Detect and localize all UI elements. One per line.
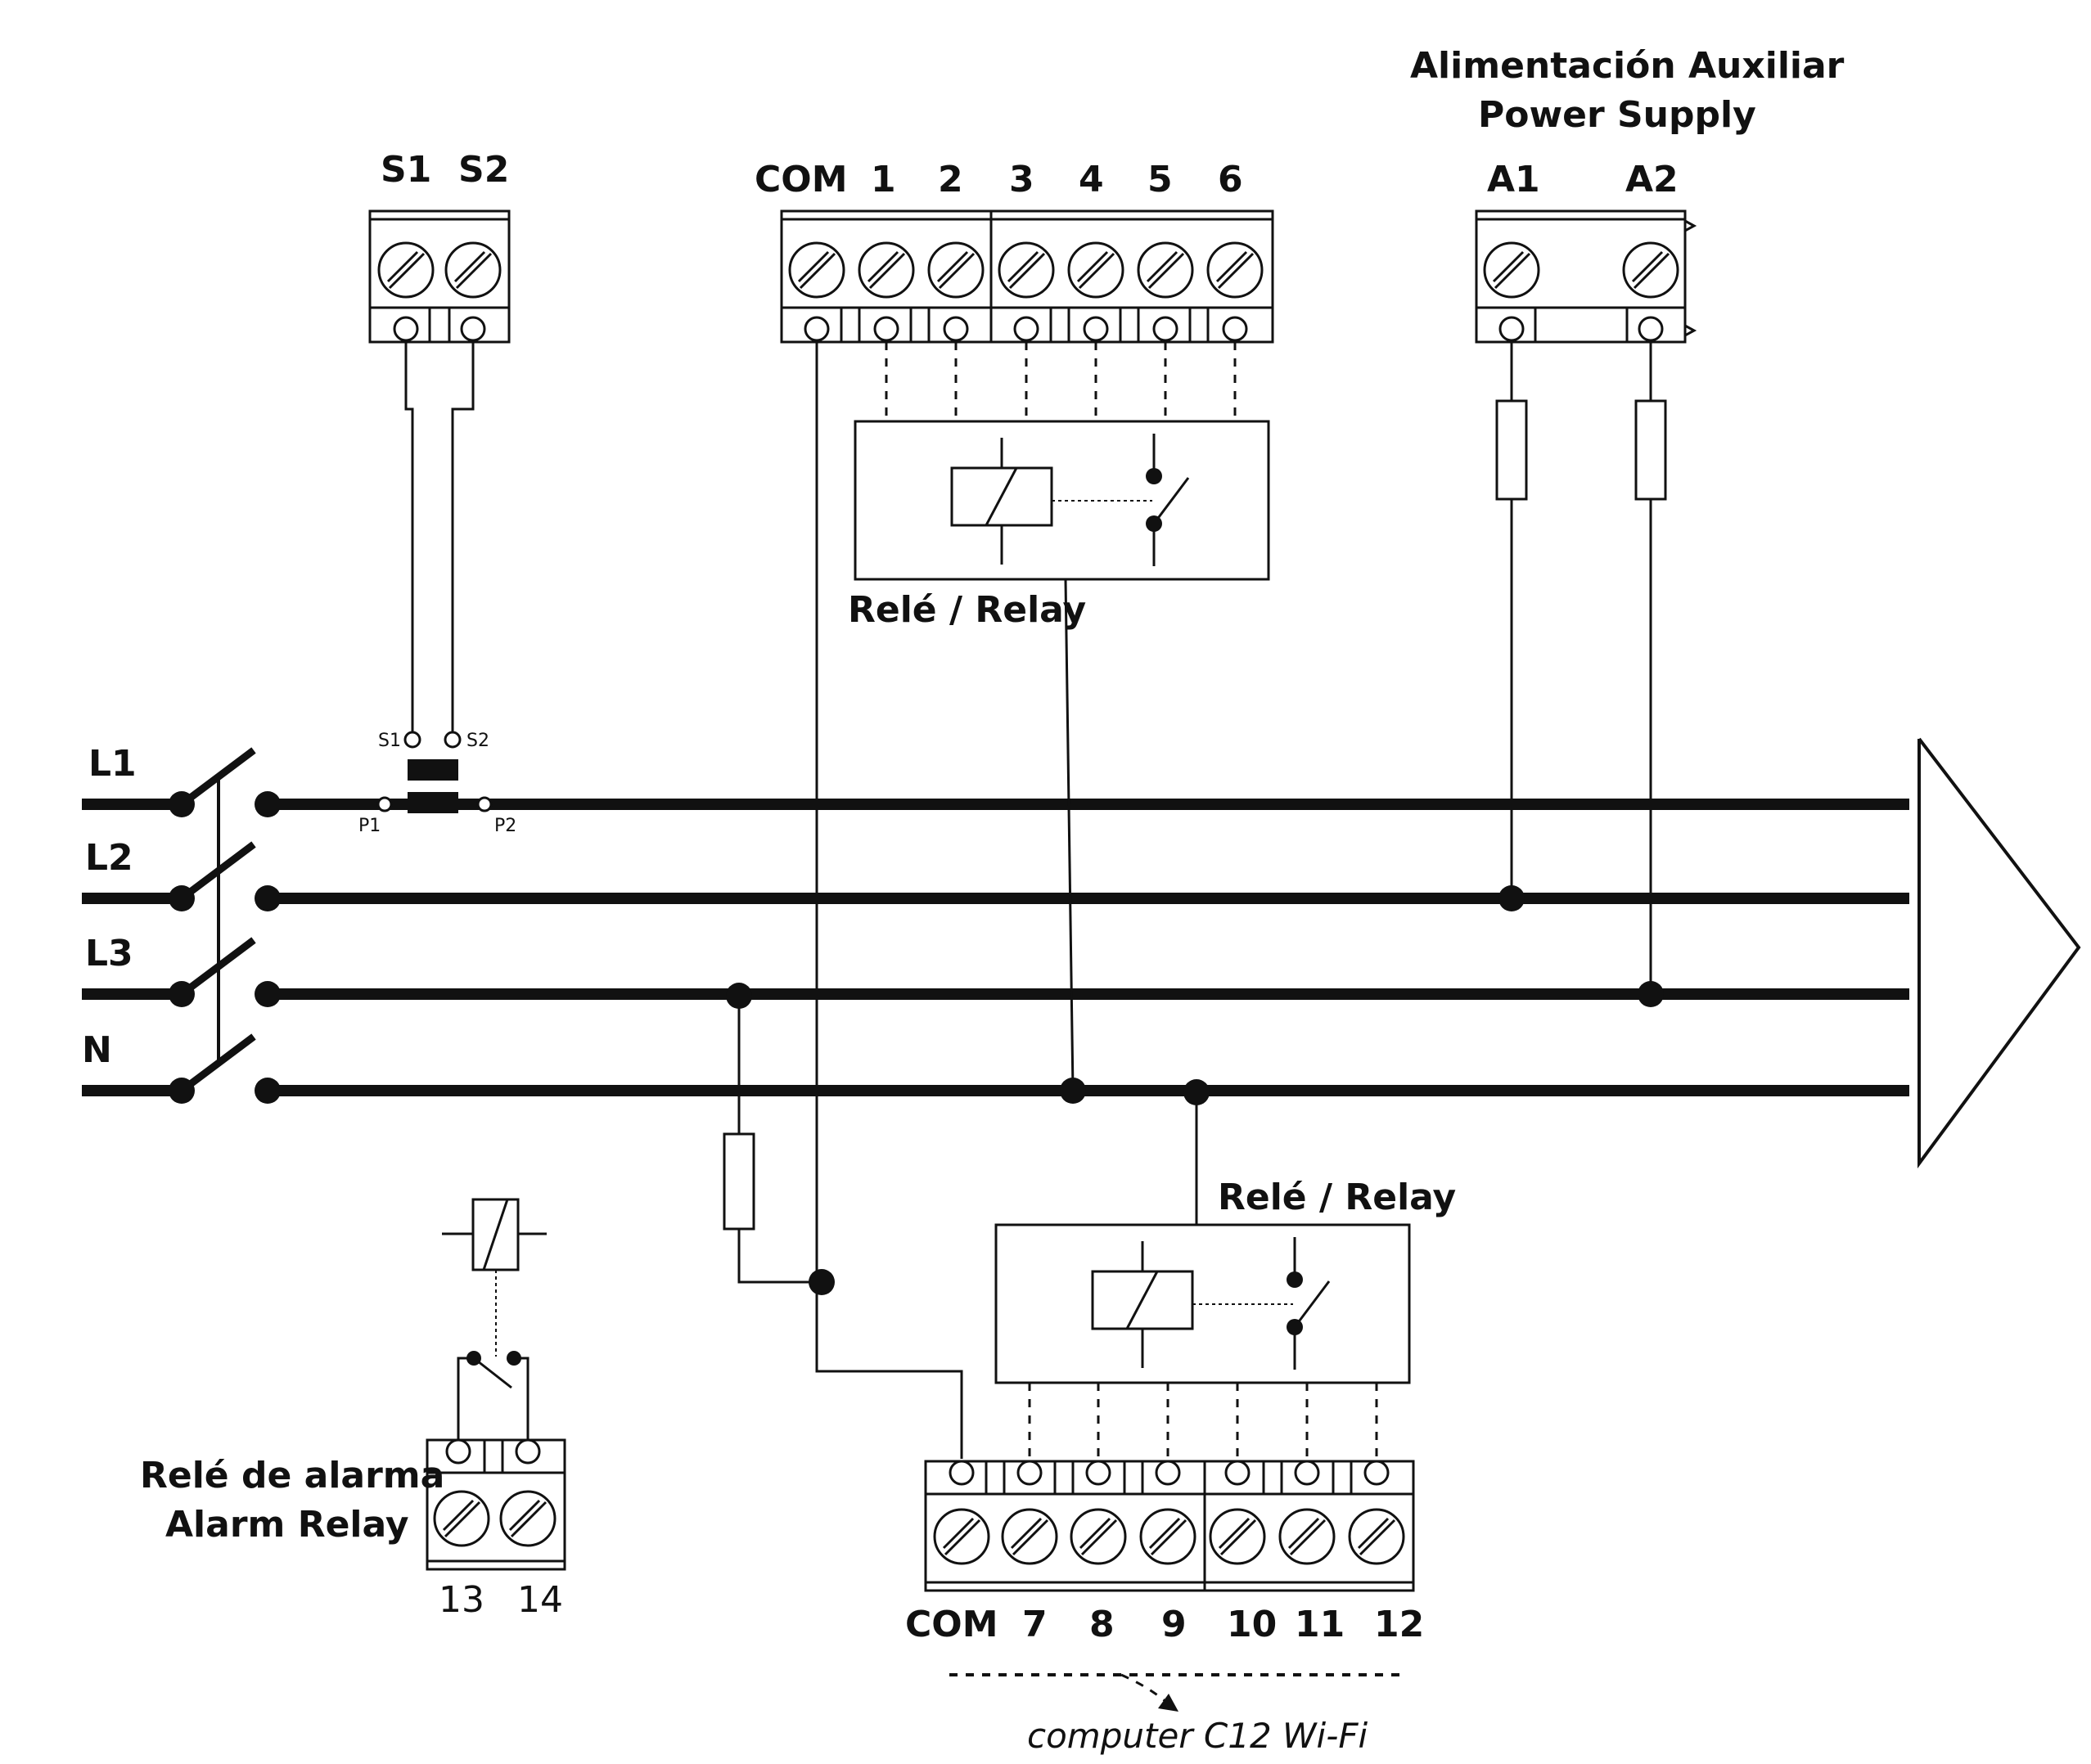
line-label-l1: L1 [88,743,137,785]
line-label-l2: L2 [85,837,133,879]
ct-p2: P2 [494,816,516,836]
relay-bottom-label: Relé / Relay [1218,1177,1456,1218]
alarm-relay [442,1198,547,1440]
expansion-arrow-icon [1158,1694,1178,1712]
terminal-top-6: 6 [1218,159,1243,200]
terminal-top-5: 5 [1147,159,1173,200]
alarm-label-en: Alarm Relay [165,1504,409,1546]
relay-top-label: Relé / Relay [848,589,1086,631]
terminal-top-4: 4 [1079,159,1104,200]
power-supply-terminal-block [1475,209,1697,344]
supply-title-es: Alimentación Auxiliar [1410,45,1845,87]
alarm-terminal-13: 13 [439,1579,484,1621]
alarm-terminal-block [426,1438,566,1571]
ct-terminal-s2: S2 [458,149,509,191]
terminal-top-com: COM [755,159,847,200]
ct-p1: P1 [358,816,381,836]
ct-small-s2: S2 [466,731,489,751]
terminal-bottom-com: COM [905,1604,998,1645]
terminal-bottom-9: 9 [1161,1604,1187,1645]
alarm-label-es: Relé de alarma [140,1455,444,1496]
ct-small-s1: S1 [378,731,401,751]
line-label-n: N [82,1029,112,1071]
supply-terminal-a2: A2 [1625,159,1679,200]
terminal-top-1: 1 [871,159,896,200]
terminal-top-3: 3 [1009,159,1034,200]
ct-terminal-block [368,209,511,344]
terminal-bottom-11: 11 [1295,1604,1345,1645]
relay-top [854,420,1270,581]
line-label-l3: L3 [85,933,133,974]
relay-bottom [994,1223,1411,1384]
relay-terminal-block-bottom [924,1460,1415,1592]
terminal-bottom-7: 7 [1022,1604,1048,1645]
ct-terminal-s1: S1 [381,149,431,191]
terminal-top-2: 2 [938,159,963,200]
alarm-terminal-14: 14 [517,1579,563,1621]
terminal-bottom-8: 8 [1089,1604,1115,1645]
expansion-label: computer C12 Wi-Fi [1027,1716,1368,1756]
supply-title-en: Power Supply [1478,94,1756,136]
relay-terminal-block-top [780,209,1274,344]
supply-terminal-a1: A1 [1487,159,1540,200]
terminal-bottom-12: 12 [1374,1604,1424,1645]
terminal-bottom-10: 10 [1227,1604,1277,1645]
power-lines [82,737,2081,1169]
